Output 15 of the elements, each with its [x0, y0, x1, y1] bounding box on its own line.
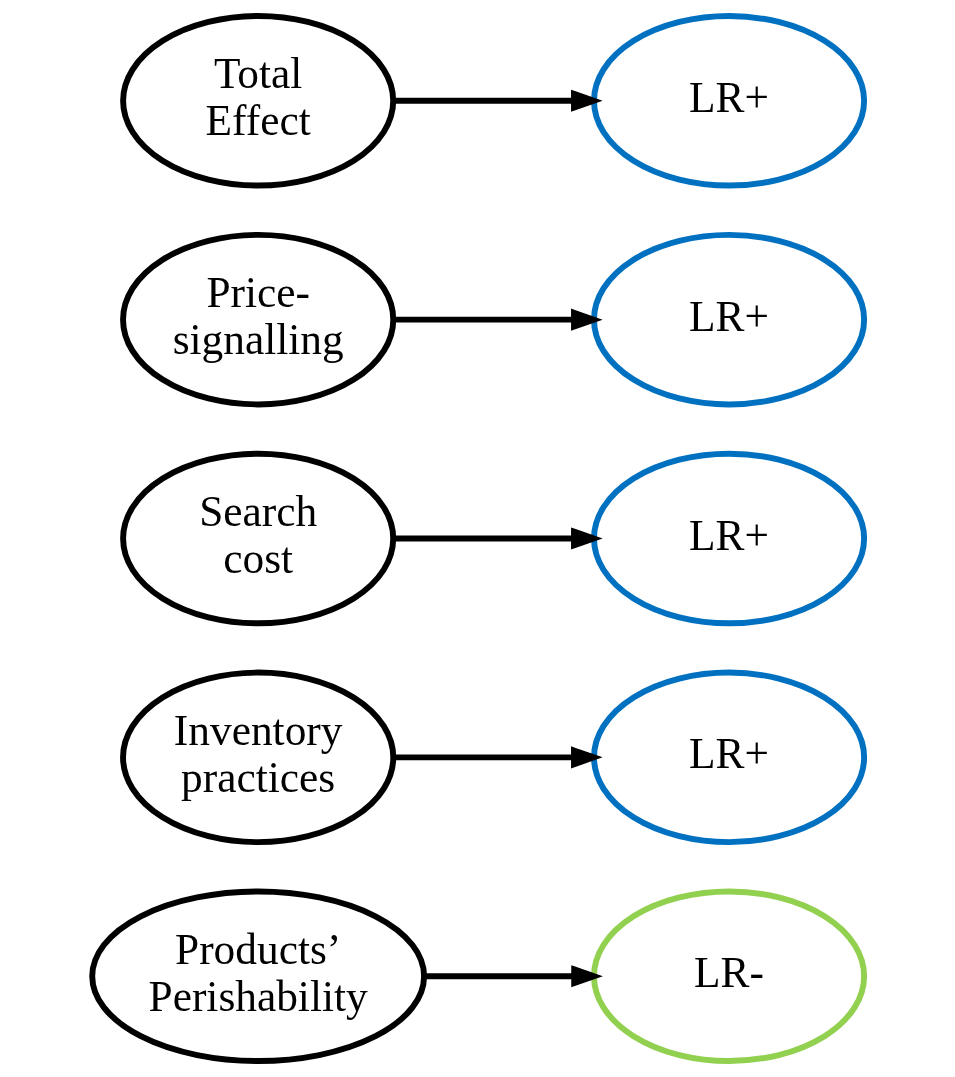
arrow: [424, 965, 603, 988]
node-ellipse: Total Effect: [119, 13, 396, 189]
node-ellipse: Search cost: [119, 450, 396, 627]
node-ellipse: Inventory practices: [119, 669, 396, 846]
arrow: [392, 89, 603, 112]
node-ellipse: LR+: [590, 450, 867, 627]
node-ellipse: Price-signalling: [119, 231, 396, 408]
node-ellipse: LR+: [590, 669, 867, 846]
node-ellipse: Products’ Perishability: [88, 888, 427, 1064]
node-ellipse: LR+: [590, 231, 867, 408]
arrow: [392, 308, 603, 331]
arrow: [392, 746, 603, 769]
node-ellipse: LR+: [590, 13, 867, 189]
arrow: [392, 527, 603, 550]
node-ellipse: LR-: [590, 888, 867, 1064]
